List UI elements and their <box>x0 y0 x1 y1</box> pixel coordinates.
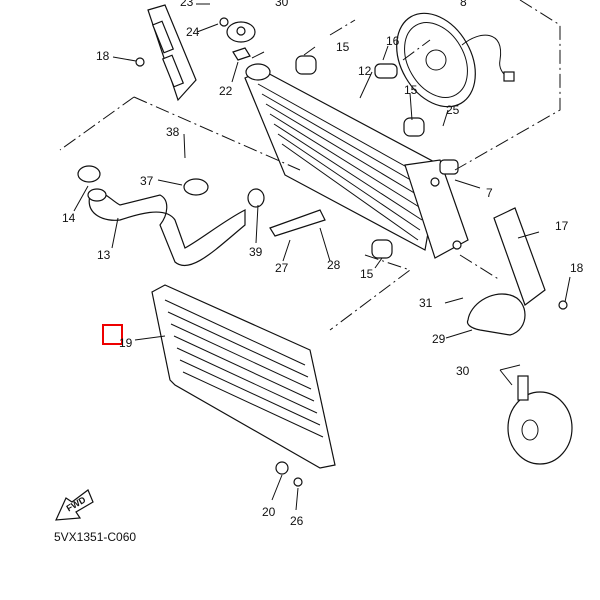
callout-15[interactable]: 15 <box>336 40 350 54</box>
callout-8[interactable]: 8 <box>460 0 467 9</box>
bracket-left <box>147 4 197 102</box>
bracket-right <box>493 207 546 306</box>
stay <box>269 209 326 237</box>
bolt <box>558 300 568 310</box>
hose-clamp <box>247 188 265 208</box>
callout-27[interactable]: 27 <box>275 261 289 275</box>
callout-24[interactable]: 24 <box>186 25 200 39</box>
callout-29[interactable]: 29 <box>432 332 446 346</box>
drawing-code: 5VX1351-C060 <box>54 530 137 544</box>
callout-18[interactable]: 18 <box>570 261 584 275</box>
callout-13[interactable]: 13 <box>97 248 111 262</box>
oil-cooler <box>507 375 573 465</box>
callout-22[interactable]: 22 <box>219 84 233 98</box>
selected-callout-highlight <box>102 324 123 345</box>
callout-28[interactable]: 28 <box>327 258 341 272</box>
callout-14[interactable]: 14 <box>62 211 76 225</box>
radiator-cover <box>151 284 336 469</box>
callout-37[interactable]: 37 <box>140 174 154 188</box>
radiator-cap <box>219 17 256 61</box>
callout-25[interactable]: 25 <box>446 103 460 117</box>
callout-38[interactable]: 38 <box>166 125 180 139</box>
callout-15[interactable]: 15 <box>404 83 418 97</box>
callout-30[interactable]: 30 <box>275 0 289 9</box>
radiator-hose <box>87 188 246 267</box>
callout-23[interactable]: 23 <box>180 0 194 9</box>
cooling-fan <box>396 12 515 108</box>
callout-15[interactable]: 15 <box>360 267 374 281</box>
callout-18[interactable]: 18 <box>96 49 110 63</box>
callout-31[interactable]: 31 <box>419 296 433 310</box>
water-pipe <box>466 293 526 336</box>
collar <box>374 63 398 79</box>
callout-30[interactable]: 30 <box>456 364 470 378</box>
bolt <box>135 57 145 67</box>
callout-39[interactable]: 39 <box>249 245 263 259</box>
hose-clamp <box>77 165 101 183</box>
callout-19[interactable]: 19 <box>119 336 133 350</box>
fwd-arrow-icon <box>55 489 94 521</box>
damper <box>295 55 425 259</box>
bolt <box>293 477 303 487</box>
callout-16[interactable]: 16 <box>386 34 400 48</box>
callout-20[interactable]: 20 <box>262 505 276 519</box>
collar <box>275 461 289 475</box>
callout-17[interactable]: 17 <box>555 219 569 233</box>
radiator <box>244 63 469 259</box>
callout-26[interactable]: 26 <box>290 514 304 528</box>
hose-clamp <box>183 178 209 196</box>
callout-12[interactable]: 12 <box>358 64 372 78</box>
callout-7[interactable]: 7 <box>486 186 493 200</box>
